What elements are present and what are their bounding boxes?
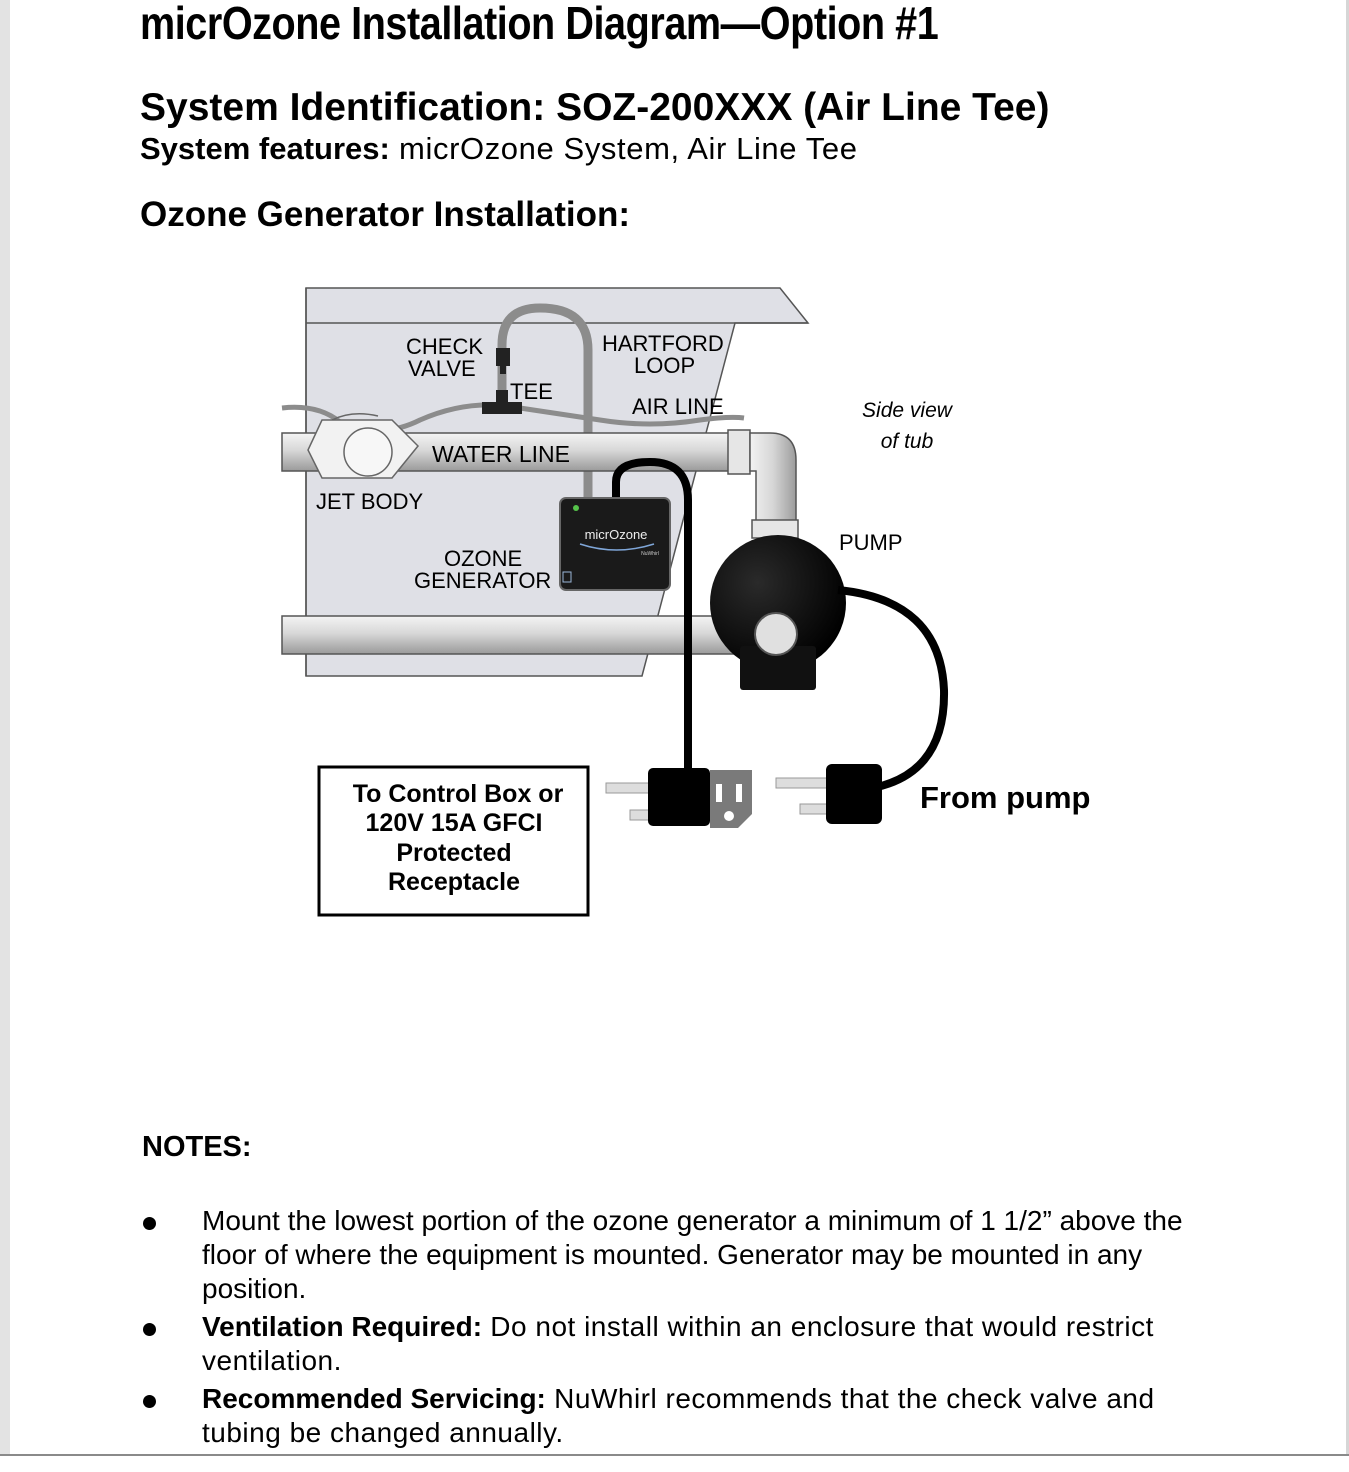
air-line-label: AIR LINE <box>632 394 724 419</box>
water-line-label: WATER LINE <box>432 441 570 467</box>
note-item-mounting: Mount the lowest portion of the ozone ge… <box>140 1204 1230 1306</box>
system-features: System features: micrOzone System, Air L… <box>140 131 858 167</box>
page-right-margin <box>1346 0 1349 1470</box>
control-box-line-1: To Control Box or <box>353 780 564 808</box>
note-text: NuWhirl recommends that the check valve … <box>202 1383 1155 1448</box>
tee-fitting <box>482 402 522 414</box>
pump-label: PUMP <box>839 530 903 555</box>
ozone-generator-cord <box>612 457 692 778</box>
note-bold: Recommended Servicing: <box>202 1383 546 1414</box>
bullet <box>143 1395 156 1408</box>
notes-heading: NOTES: <box>142 1131 252 1163</box>
control-box-line-4: Receptacle <box>388 868 520 896</box>
check-valve-label-2: VALVE <box>408 356 476 381</box>
section-heading: Ozone Generator Installation: <box>140 195 631 234</box>
suction-pipe <box>281 615 783 655</box>
control-box-line-2: 120V 15A GFCI <box>366 809 543 837</box>
jet-body-label: JET BODY <box>316 489 424 514</box>
system-identification: System Identification: SOZ-200XXX (Air L… <box>140 86 1050 129</box>
note-bold: Ventilation Required: <box>202 1311 483 1342</box>
notes-list: Mount the lowest portion of the ozone ge… <box>140 1204 1230 1454</box>
page-left-margin <box>0 0 10 1470</box>
ozone-generator-label-2: GENERATOR <box>414 568 551 593</box>
device-brand-label: micrOzone <box>585 527 648 542</box>
note-item-ventilation: Ventilation Required: Do not install wit… <box>140 1310 1230 1378</box>
system-features-label: System features: <box>140 131 390 166</box>
side-view-label: Side view <box>862 399 954 422</box>
pump <box>710 535 846 690</box>
note-item-servicing: Recommended Servicing: NuWhirl recommend… <box>140 1382 1230 1450</box>
control-box-line-3: Protected <box>396 839 511 867</box>
side-view-label-2: of tub <box>881 430 934 453</box>
document-title: micrOzone Installation Diagram—Option #1 <box>140 0 939 49</box>
pump-cord <box>837 586 949 794</box>
pump-plug <box>775 764 882 824</box>
hartford-loop-label-2: LOOP <box>634 353 695 378</box>
note-text: Do not install within an enclosure that … <box>202 1311 1154 1376</box>
note-text: Mount the lowest portion of the ozone ge… <box>202 1205 1183 1304</box>
ozone-generator: micrOzone NuWhirl <box>559 497 671 591</box>
hartford-loop-label: HARTFORD <box>602 331 724 356</box>
hartford-loop-tube <box>497 303 593 500</box>
tee-label: TEE <box>510 379 553 404</box>
ozone-generator-label: OZONE <box>444 546 522 571</box>
page-bottom-edge <box>0 1454 1349 1472</box>
bullet <box>143 1217 156 1230</box>
system-features-value: micrOzone System, Air Line Tee <box>389 131 858 166</box>
control-box-callout: To Control Box or 120V 15A GFCI Protecte… <box>317 765 590 917</box>
device-sub-label: NuWhirl <box>641 551 659 557</box>
check-valve <box>496 348 510 366</box>
water-line-elbow <box>749 432 797 523</box>
jet-body <box>307 413 420 479</box>
check-valve-label: CHECK <box>406 334 483 359</box>
from-pump-label: From pump <box>920 780 1091 815</box>
bullet <box>143 1323 156 1336</box>
ozone-generator-plug <box>605 768 752 828</box>
